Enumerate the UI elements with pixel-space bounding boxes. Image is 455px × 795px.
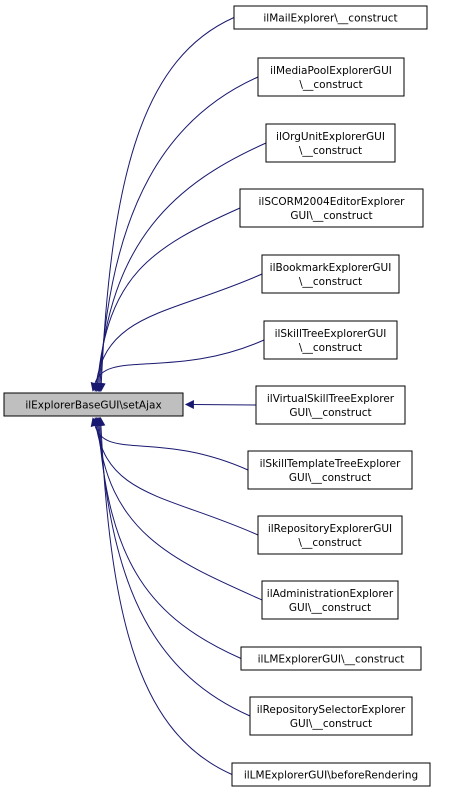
caller-node-label: \__construct [299,276,362,288]
caller-node-label: GUI\__construct [289,602,371,614]
call-edge [91,273,263,393]
caller-node-label: ilSCORM2004EditorExplorer [259,196,406,208]
caller-node-label: \__construct [299,145,362,157]
caller-node[interactable]: ilBookmarkExplorerGUI \__construct [261,254,400,294]
call-edge [95,416,251,717]
caller-node-box [249,696,413,736]
caller-node-box [231,762,431,787]
call-edge [90,417,249,471]
caller-node-box [239,188,424,228]
caller-node[interactable]: ilRepositoryExplorerGUI \__construct [257,515,403,555]
caller-node-label: ilBookmarkExplorerGUI [270,262,392,274]
caller-node-label: ilRepositoryExplorerGUI [268,523,392,535]
call-edge [94,416,242,659]
caller-node[interactable]: ilMailExplorer\__construct [233,5,428,30]
caller-node-label: \__construct [298,537,361,549]
caller-node-label: ilMediaPoolExplorerGUI [270,65,392,77]
caller-node-label: ilOrgUnitExplorerGUI [276,131,385,143]
call-edge [94,142,267,393]
caller-node[interactable]: ilRepositorySelectorExplorerGUI\__constr… [249,696,413,736]
call-edge [95,76,259,393]
caller-node[interactable]: ilMediaPoolExplorerGUI \__construct [257,57,405,97]
caller-node[interactable]: ilLMExplorerGUI\beforeRendering [231,762,431,787]
caller-node[interactable]: ilOrgUnitExplorerGUI \__construct [265,123,396,163]
caller-node-label: \__construct [299,79,362,91]
caller-node-label: GUI\__construct [289,407,371,419]
call-edge [96,17,235,393]
caller-node-box [261,580,399,620]
call-edges [90,17,267,775]
call-edge [96,416,233,775]
caller-node-box [257,57,405,97]
caller-node-box [265,123,396,163]
caller-node-box [240,646,422,671]
caller-node[interactable]: ilVirtualSkillTreeExplorerGUI\__construc… [255,385,406,425]
caller-node-box [263,320,398,360]
caller-node-label: ilLMExplorerGUI\__construct [258,654,405,666]
caller-nodes: ilMailExplorer\__construct ilMediaPoolExp… [231,5,431,787]
caller-node-label: GUI\__construct [290,718,372,730]
caller-node-box [233,5,428,30]
call-edge [90,339,265,392]
caller-node-box [257,515,403,555]
caller-node-label: GUI\__construct [289,472,371,484]
caller-node-box [261,254,400,294]
caller-node-box [247,450,413,490]
source-node[interactable]: ilExplorerBaseGUI\setAjax [3,392,184,417]
caller-node-label: ilMailExplorer\__construct [263,13,397,25]
call-edge [93,416,263,601]
caller-node-label: GUI\__construct [290,210,372,222]
caller-node-box [255,385,406,425]
caller-node-label: ilSkillTemplateTreeExplorer [260,458,402,470]
caller-node-label: ilAdministrationExplorer [267,588,394,600]
call-edge [93,207,241,393]
source-node-box [3,392,184,417]
caller-node-label: \__construct [299,342,362,354]
source-node-label: ilExplorerBaseGUI\setAjax [25,400,161,412]
caller-node[interactable]: ilLMExplorerGUI\__construct [240,646,422,671]
caller-node-label: ilSkillTreeExplorerGUI [275,328,387,340]
caller-node[interactable]: ilSkillTreeExplorerGUI \__construct [263,320,398,360]
call-edge [184,400,257,410]
caller-node-label: ilLMExplorerGUI\beforeRendering [244,770,418,782]
caller-node[interactable]: ilSkillTemplateTreeExplorerGUI\__constru… [247,450,413,490]
call-edge [91,416,259,536]
caller-node-label: ilVirtualSkillTreeExplorer [267,393,395,405]
caller-node-label: ilRepositorySelectorExplorer [257,704,406,716]
